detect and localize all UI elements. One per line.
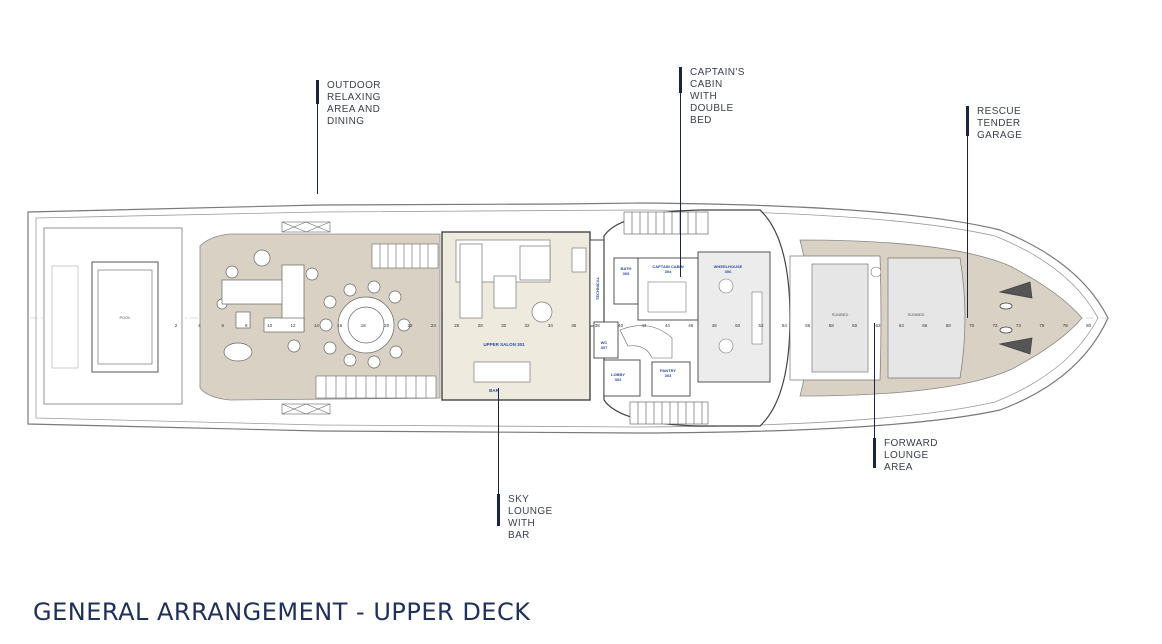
frame-number: 32 [524, 323, 530, 328]
frame-number: 78 [1063, 323, 1069, 328]
spiral-stair [619, 325, 673, 359]
frame-number: 26 [454, 323, 460, 328]
callout-outdoor-text: OUTDOOR RELAXING AREA AND DINING [327, 80, 381, 127]
callout-captain-leader [680, 93, 681, 277]
frame-number: 18 [361, 323, 367, 328]
frame-number: 12 [290, 323, 296, 328]
frame-number: 80 [1086, 323, 1092, 328]
deckhouse-stairs [623, 211, 709, 425]
frame-number: 66 [922, 323, 928, 328]
frame-number: 22 [407, 323, 413, 328]
pool [91, 261, 159, 373]
frame-number: 24 [431, 323, 437, 328]
frame-number: 30 [501, 323, 507, 328]
frame-number: 16 [337, 323, 343, 328]
frame-number: 8 [245, 323, 248, 328]
sunbed-2 [887, 257, 966, 379]
frame-number: 60 [852, 323, 858, 328]
frame-number: 6 [222, 323, 225, 328]
callout-outdoor-leader [317, 104, 318, 194]
bar-label: BAR [489, 388, 499, 393]
frame-number: 44 [665, 323, 671, 328]
frame-number: 14 [314, 323, 320, 328]
aft-stairs-bottom [315, 375, 437, 399]
callout-sky-leader [498, 388, 499, 494]
sunbed-1 [811, 263, 869, 373]
wc-room [593, 321, 619, 359]
callout-captain-bar [679, 67, 682, 93]
page-title: GENERAL ARRANGEMENT - UPPER DECK [33, 598, 531, 626]
frame-number: 74 [1016, 323, 1022, 328]
frame-number: 36 [571, 323, 577, 328]
frame-number: 10 [267, 323, 273, 328]
frame-number: 70 [969, 323, 975, 328]
frame-number: 4 [198, 323, 201, 328]
callout-rescue-text: RESCUE TENDER GARAGE [977, 106, 1023, 141]
bath-room [613, 257, 639, 305]
frame-number: 64 [899, 323, 905, 328]
frame-number: 68 [946, 323, 952, 328]
upper-salon-label: UPPER SALON 301 [483, 342, 525, 347]
frame-number: 34 [548, 323, 554, 328]
aft-deck [199, 233, 441, 401]
frame-number: 28 [478, 323, 484, 328]
aft-stairs-top [371, 243, 439, 269]
frame-number: 72 [992, 323, 998, 328]
sunbed-1-label: SUNBED [832, 312, 849, 317]
technical-label: TECHNICAL [595, 276, 600, 300]
frame-number: 2 [175, 323, 178, 328]
frame-number: 48 [712, 323, 718, 328]
pantry-room [651, 361, 691, 397]
frame-number: 50 [735, 323, 741, 328]
callout-sky-bar [497, 494, 500, 526]
pool-label: POOL [119, 315, 131, 320]
frame-number: 76 [1039, 323, 1045, 328]
frame-number: 20 [384, 323, 390, 328]
frame-number: 52 [758, 323, 764, 328]
callout-forward-text: FORWARD LOUNGE AREA [884, 438, 938, 473]
salon-furniture [455, 239, 587, 383]
frame-number: 56 [805, 323, 811, 328]
callout-forward-bar [873, 438, 876, 468]
callout-rescue-bar [966, 106, 969, 136]
sunbed-2-label: SUNBED [908, 312, 925, 317]
frame-number: 58 [829, 323, 835, 328]
callout-forward-leader [874, 323, 875, 438]
frame-number: 54 [782, 323, 788, 328]
callout-sky-text: SKY LOUNGE WITH BAR [508, 494, 553, 541]
frame-number: 46 [688, 323, 694, 328]
outdoor-furniture [216, 249, 411, 369]
frame-number: 42 [641, 323, 647, 328]
callout-captain-text: CAPTAIN'S CABIN WITH DOUBLE BED [690, 67, 745, 126]
side-hatches [281, 221, 331, 415]
frame-number: 62 [875, 323, 881, 328]
callout-outdoor-bar [316, 80, 319, 104]
lobby-room [603, 359, 641, 397]
frame-number: 40 [618, 323, 624, 328]
callout-rescue-leader [967, 136, 968, 318]
frame-number: 38 [595, 323, 601, 328]
bow-equipment [998, 281, 1033, 355]
